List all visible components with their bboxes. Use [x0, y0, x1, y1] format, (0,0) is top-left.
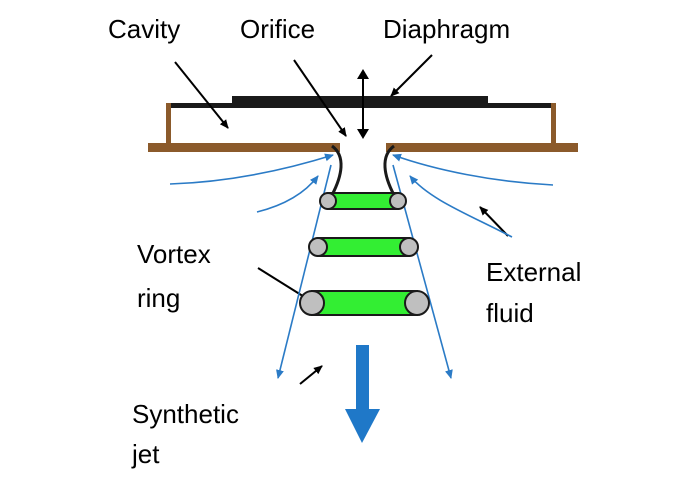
cavity-right-wall [551, 103, 556, 147]
label-synthetic-jet-line1: Synthetic [132, 399, 239, 429]
vortex-rings [299, 192, 430, 316]
entrainment-streamlines [169, 153, 554, 238]
external-fluid-leader [479, 206, 509, 237]
streamline-right-lower [409, 175, 513, 238]
vortex-ring [308, 237, 419, 257]
label-vortex-ring-line1: Vortex [137, 239, 211, 269]
base-plate-left [148, 143, 340, 152]
synthetic-jet-leader [299, 365, 323, 385]
cavity-left-wall [166, 103, 171, 147]
streamline-left-upper [169, 153, 334, 185]
vortex-ring [299, 290, 430, 316]
label-external-fluid-line2: fluid [486, 298, 534, 328]
streamline-left-lower [256, 175, 319, 213]
label-cavity: Cavity [108, 14, 181, 44]
double-vertical-arrow-icon [357, 69, 369, 139]
diaphragm-leader [390, 54, 433, 97]
orifice [330, 144, 396, 196]
down-arrow-icon [345, 345, 380, 443]
label-synthetic-jet-line2: jet [132, 439, 160, 469]
label-external-fluid-line1: External [486, 257, 582, 287]
label-vortex-ring-line2: ring [137, 283, 181, 313]
diaphragm [232, 96, 488, 108]
label-diaphragm: Diaphragm [383, 14, 511, 44]
vortex-ring [319, 192, 407, 210]
label-orifice: Orifice [240, 14, 316, 44]
streamline-right-upper [392, 153, 554, 186]
cavity-leader [174, 61, 229, 129]
orifice-leader [293, 59, 347, 137]
base-plate-right [386, 143, 578, 152]
